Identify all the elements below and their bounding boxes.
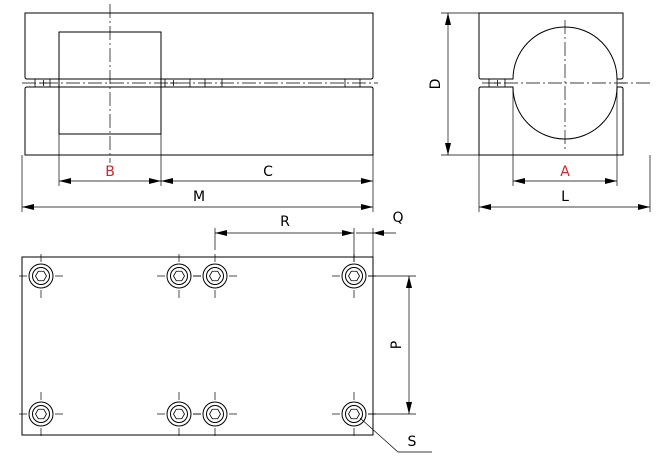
leader-s — [359, 417, 432, 453]
label-m: M — [193, 189, 205, 205]
label-a: A — [560, 164, 570, 180]
front-dimensions: B C M — [21, 134, 374, 212]
side-lower-block — [478, 86, 624, 156]
bolt-icon — [192, 253, 238, 299]
side-view — [478, 12, 650, 156]
label-p: P — [389, 341, 405, 349]
top-plate-outline — [21, 256, 374, 436]
bolt-icon — [192, 391, 238, 437]
label-q: Q — [392, 210, 403, 226]
front-lower-block — [24, 86, 374, 156]
top-dimensions: R Q P S — [214, 210, 432, 453]
label-l: L — [561, 189, 569, 205]
label-d: D — [428, 79, 444, 90]
label-b: B — [105, 164, 115, 180]
front-view — [22, 4, 378, 163]
label-r: R — [280, 214, 290, 230]
top-view — [18, 253, 377, 437]
bolt-icon — [18, 253, 64, 299]
bolt-icon — [18, 391, 64, 437]
side-upper-block — [478, 12, 624, 80]
label-s: S — [408, 434, 417, 450]
label-c: C — [263, 164, 273, 180]
side-dimensions: D A L — [428, 12, 651, 212]
front-upper-block — [24, 12, 374, 80]
